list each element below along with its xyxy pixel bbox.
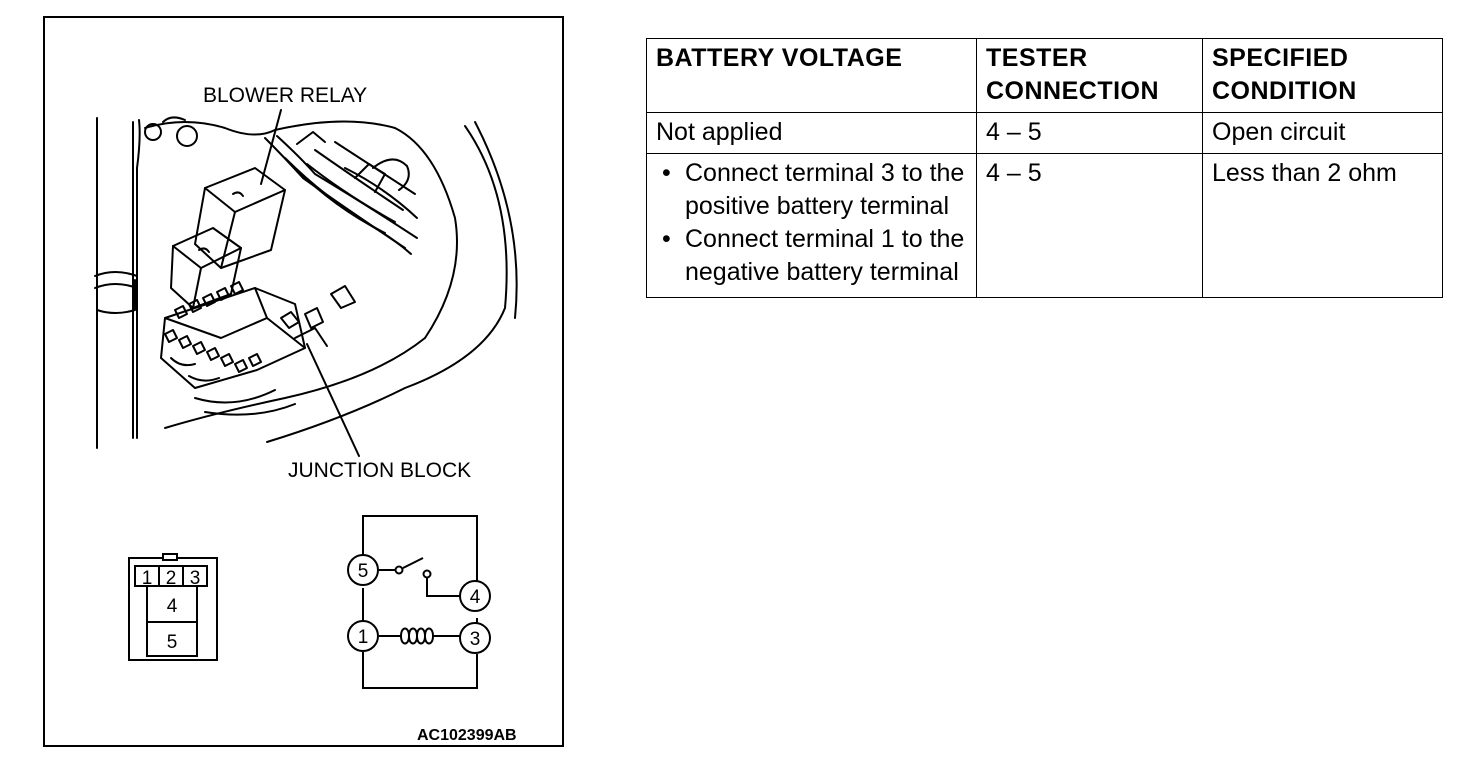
voltage-step: Connect terminal 3 to the positive batte…: [656, 157, 968, 223]
figure-id: AC102399AB: [417, 727, 517, 744]
cell-condition: Open circuit: [1202, 112, 1443, 154]
header-battery-voltage: BATTERY VOLTAGE: [646, 38, 977, 113]
header-tester-connection: TESTER CONNECTION: [976, 38, 1203, 113]
voltage-step: Connect terminal 1 to the negative batte…: [656, 223, 968, 289]
pin-label: 2: [166, 568, 177, 589]
cell-connection: 4 – 5: [976, 153, 1203, 298]
terminal-label: 4: [470, 587, 481, 608]
cell-connection: 4 – 5: [976, 112, 1203, 154]
relay-check-table: BATTERY VOLTAGE TESTER CONNECTION SPECIF…: [646, 38, 1443, 298]
table-row: Connect terminal 3 to the positive batte…: [646, 153, 1443, 298]
pin-label: 3: [190, 568, 201, 589]
terminal-label: 3: [470, 629, 481, 650]
junction-block-callout: JUNCTION BLOCK: [288, 459, 472, 482]
relay-illustration: 1 2 3 4 5 5: [94, 109, 518, 689]
header-specified-condition: SPECIFIED CONDITION: [1202, 38, 1443, 113]
connector-face: [128, 553, 218, 661]
pin-label: 5: [167, 632, 178, 653]
terminal-label: 5: [358, 561, 369, 582]
relay-figure: 1 2 3 4 5 5: [43, 16, 564, 747]
voltage-steps: Connect terminal 3 to the positive batte…: [656, 157, 968, 289]
cell-condition: Less than 2 ohm: [1202, 153, 1443, 298]
cell-voltage: Connect terminal 3 to the positive batte…: [646, 153, 977, 298]
cell-voltage: Not applied: [646, 112, 977, 154]
terminal-label: 1: [358, 627, 369, 648]
relay-circuit: [347, 515, 491, 689]
blower-relay-callout: BLOWER RELAY: [203, 84, 368, 107]
pin-label: 4: [167, 596, 178, 617]
pin-label: 1: [142, 568, 153, 589]
table-header-row: BATTERY VOLTAGE TESTER CONNECTION SPECIF…: [646, 38, 1443, 113]
table-row: Not applied 4 – 5 Open circuit: [646, 112, 1443, 154]
